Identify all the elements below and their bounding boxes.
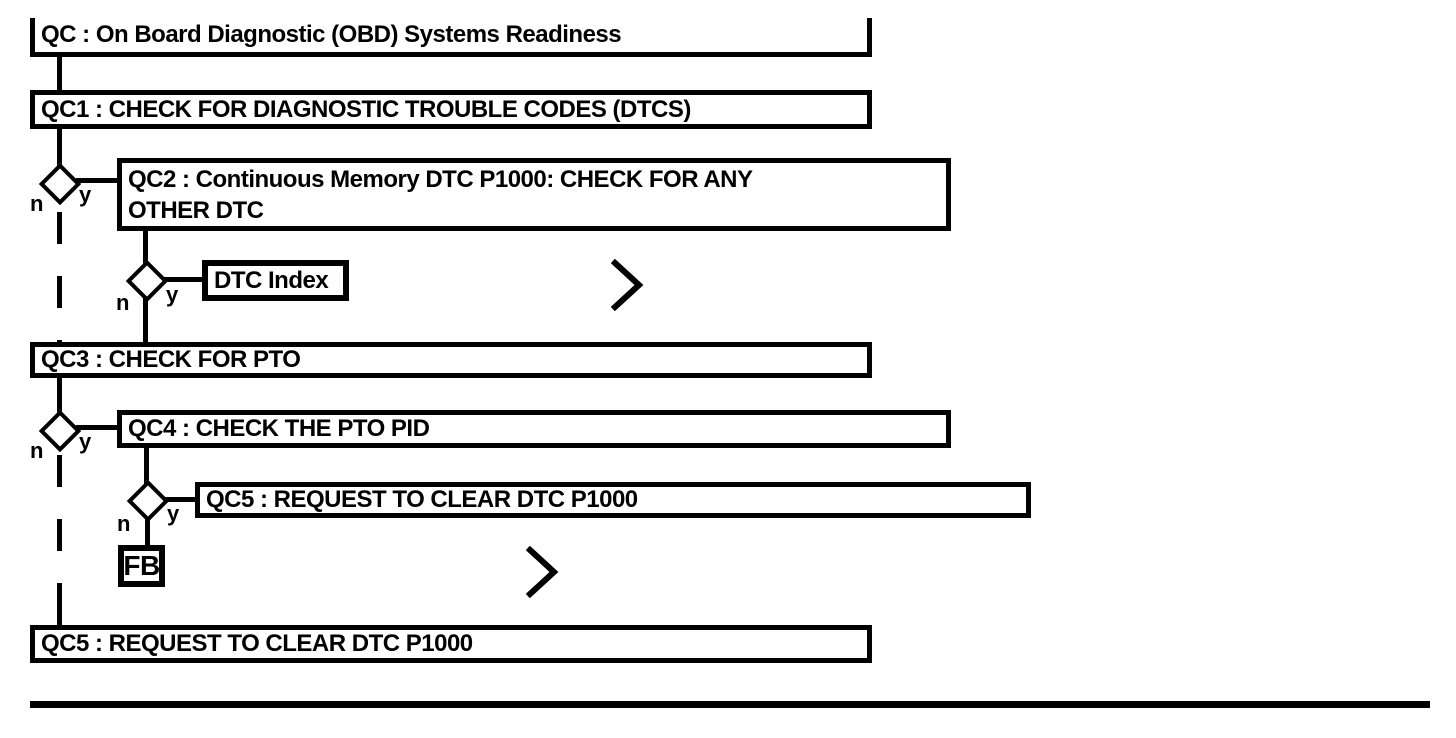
flow-box-fb-label: FB: [123, 550, 160, 581]
decision-diamond-3: [38, 409, 82, 453]
chevron-right-icon[interactable]: [526, 546, 560, 598]
decision-diamond-4: [126, 479, 170, 523]
flow-box-qc5[interactable]: QC5 : REQUEST TO CLEAR DTC P1000: [195, 482, 1031, 518]
flow-box-qc5-end-label: QC5 : REQUEST TO CLEAR DTC P1000: [41, 630, 473, 657]
connector-decision2-to-dtc-index: [163, 277, 203, 282]
flow-box-qc3[interactable]: QC3 : CHECK FOR PTO: [30, 342, 872, 378]
connector-qc-to-qc1: [57, 56, 62, 91]
flow-box-qc2-label-line1: QC2 : Continuous Memory DTC P1000: CHECK…: [128, 165, 753, 193]
connector-qc2-to-decision2: [143, 229, 148, 265]
decision-diamond-2: [125, 259, 169, 303]
flow-box-qc-title-label: QC : On Board Diagnostic (OBD) Systems R…: [41, 21, 622, 48]
flow-box-qc4-label: QC4 : CHECK THE PTO PID: [128, 415, 430, 442]
branch-label-yes-1: y: [79, 182, 92, 207]
connector-qc4-to-decision4: [144, 447, 149, 486]
connector-decision4-to-fb: [145, 518, 150, 546]
flow-box-qc2-label-line2: OTHER DTC: [128, 196, 264, 224]
branch-label-no-4: n: [117, 511, 131, 536]
branch-label-yes-2: y: [166, 282, 179, 307]
branch-label-yes-4: y: [167, 501, 180, 526]
flow-box-fb[interactable]: FB: [118, 545, 165, 587]
branch-label-no-2: n: [116, 290, 130, 315]
flow-box-qc2[interactable]: QC2 : Continuous Memory DTC P1000: CHECK…: [117, 158, 951, 231]
bottom-separator-rule: [30, 701, 1430, 708]
chevron-right-icon[interactable]: [611, 259, 645, 311]
decision-diamond-1: [38, 162, 82, 206]
flow-box-qc5-label: QC5 : REQUEST TO CLEAR DTC P1000: [206, 486, 638, 513]
connector-no3-into-qc5: [57, 601, 62, 626]
branch-label-yes-3: y: [79, 429, 92, 454]
flow-box-dtc-index-label: DTC Index: [214, 266, 329, 294]
branch-label-no-1: n: [30, 191, 44, 216]
connector-decision1-to-qc2: [76, 178, 118, 183]
connector-qc3-to-decision3: [57, 377, 62, 416]
dashed-connector-no3-to-qc5: [57, 455, 62, 603]
branch-label-no-3: n: [30, 438, 44, 463]
flow-box-qc1-label: QC1 : CHECK FOR DIAGNOSTIC TROUBLE CODES…: [41, 95, 691, 123]
flow-box-qc1[interactable]: QC1 : CHECK FOR DIAGNOSTIC TROUBLE CODES…: [30, 90, 872, 129]
flow-box-qc5-end[interactable]: QC5 : REQUEST TO CLEAR DTC P1000: [30, 625, 872, 663]
connector-decision3-to-qc4: [76, 425, 117, 430]
connector-qc1-to-decision1: [57, 128, 62, 166]
connector-decision4-to-qc5: [164, 497, 196, 502]
flow-box-qc3-label: QC3 : CHECK FOR PTO: [41, 346, 301, 373]
connector-decision2-to-qc3: [143, 297, 148, 342]
flow-box-qc4[interactable]: QC4 : CHECK THE PTO PID: [117, 410, 951, 448]
dashed-connector-no1-to-qc3: [57, 212, 62, 342]
flow-box-qc-title: QC : On Board Diagnostic (OBD) Systems R…: [30, 18, 872, 57]
flow-box-dtc-index[interactable]: DTC Index: [202, 260, 349, 301]
